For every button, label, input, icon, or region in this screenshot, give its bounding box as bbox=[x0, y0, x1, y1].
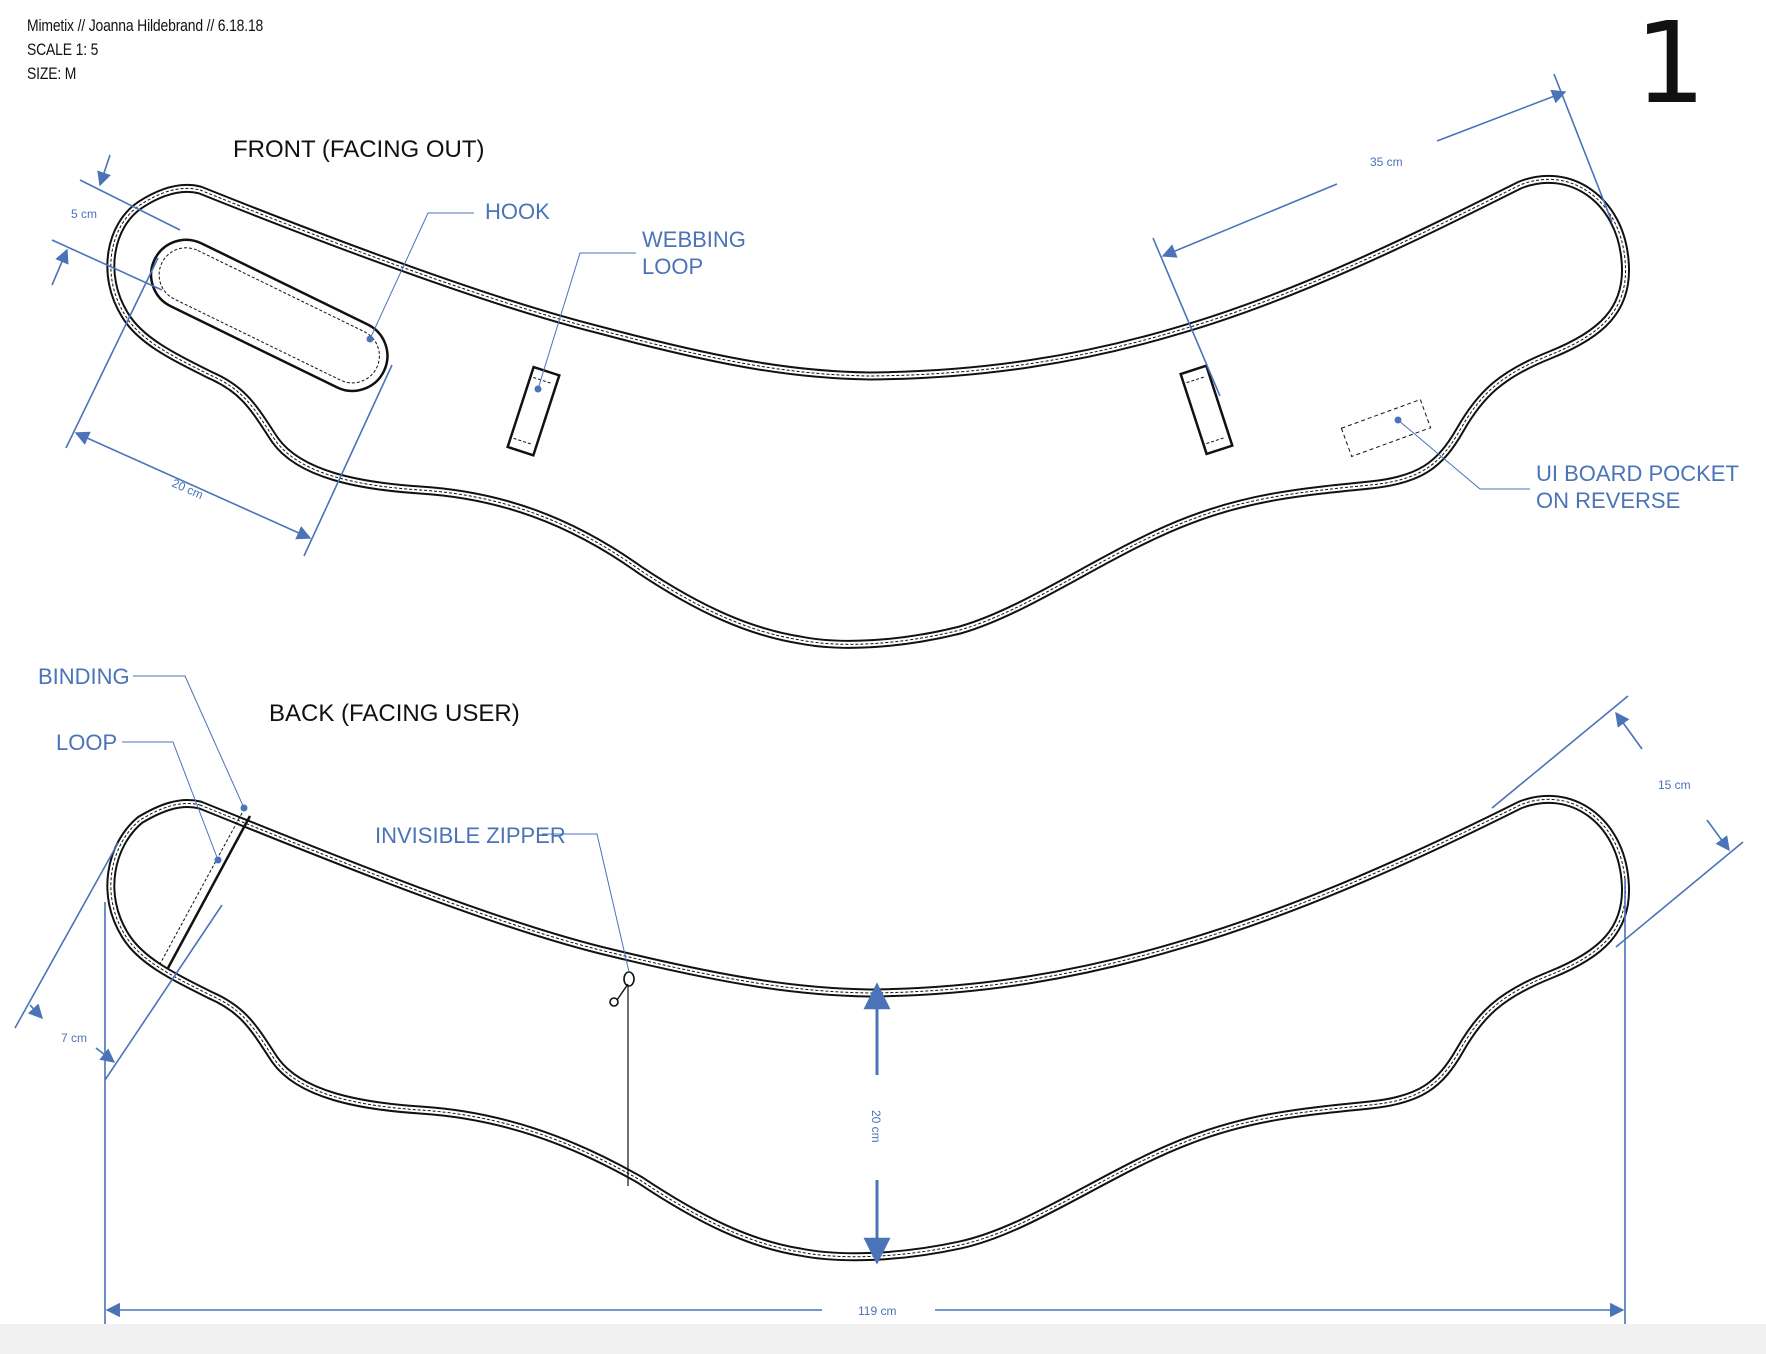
back-outline-gap bbox=[111, 799, 1626, 1256]
header-designer-line: Mimetix // Joanna Hildebrand // 6.18.18 bbox=[27, 16, 264, 35]
dim-label-20cm-back: 20 cm bbox=[869, 1110, 883, 1143]
dim-7cm bbox=[14, 842, 223, 1081]
hook-patch bbox=[149, 238, 389, 393]
webbing-loop-leader bbox=[537, 252, 636, 390]
binding-label: BINDING bbox=[38, 664, 130, 689]
dim-label-119cm: 119 cm bbox=[858, 1304, 896, 1318]
back-outline-outer bbox=[111, 799, 1626, 1256]
front-piece: FRONT (FACING OUT) HOOK WEBBING LOOP UI … bbox=[51, 73, 1739, 644]
bottom-strip bbox=[0, 1324, 1766, 1354]
dim-20cm bbox=[65, 257, 393, 557]
header-scale: SCALE 1: 5 bbox=[27, 40, 99, 59]
back-stitch-line bbox=[110, 798, 1627, 1258]
webbing-loop-left bbox=[506, 365, 561, 457]
zipper bbox=[609, 971, 635, 1186]
header-size: SIZE: M bbox=[27, 64, 77, 83]
dim-label-20cm-front: 20 cm bbox=[170, 476, 206, 502]
loop-leader bbox=[122, 741, 219, 861]
dim-119cm bbox=[104, 878, 1626, 1332]
webbing-label-line1: WEBBING bbox=[642, 227, 746, 252]
webbing-loop-right bbox=[1179, 364, 1234, 456]
pocket-label-line2: ON REVERSE bbox=[1536, 488, 1680, 513]
page-number: 1 bbox=[1634, 0, 1706, 129]
loop-seam bbox=[159, 812, 252, 969]
zipper-leader bbox=[542, 833, 630, 973]
front-outline-outer bbox=[111, 179, 1626, 644]
zipper-label: INVISIBLE ZIPPER bbox=[375, 823, 566, 848]
front-title: FRONT (FACING OUT) bbox=[233, 136, 485, 163]
dim-35cm bbox=[1152, 73, 1613, 397]
hook-label: HOOK bbox=[485, 199, 550, 224]
ui-board-pocket bbox=[1340, 398, 1432, 458]
dim-label-7cm: 7 cm bbox=[61, 1031, 87, 1045]
pocket-leader bbox=[1397, 419, 1530, 490]
dim-15cm bbox=[1491, 695, 1744, 948]
dim-label-35cm: 35 cm bbox=[1370, 155, 1403, 169]
dim-label-15cm: 15 cm bbox=[1658, 778, 1691, 792]
back-title: BACK (FACING USER) bbox=[269, 700, 520, 727]
binding-leader bbox=[133, 675, 245, 809]
webbing-label-line2: LOOP bbox=[642, 254, 703, 279]
pocket-label-line1: UI BOARD POCKET bbox=[1536, 461, 1739, 486]
loop-label: LOOP bbox=[56, 730, 117, 755]
dim-label-5cm: 5 cm bbox=[71, 207, 97, 221]
dim-5cm bbox=[51, 154, 181, 291]
hook-leader bbox=[369, 212, 474, 340]
back-piece: BACK (FACING USER) BINDING LOOP INVISIBL… bbox=[14, 664, 1744, 1332]
